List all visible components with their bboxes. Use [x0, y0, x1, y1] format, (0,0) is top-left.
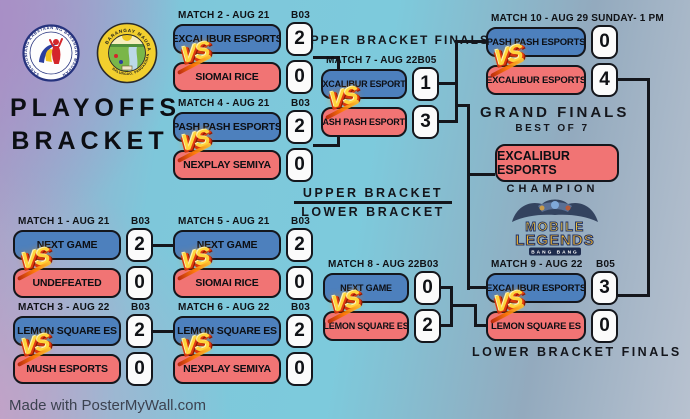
- score-box: 0: [286, 352, 313, 386]
- ml-logo-mobile-text: MOBILE: [525, 219, 585, 234]
- connector-m8-stub-bottom: [441, 324, 453, 327]
- match-format: B03: [131, 216, 150, 227]
- bracket-divider-line: [294, 201, 452, 204]
- score-box: 2: [126, 314, 153, 348]
- score-box: 0: [591, 25, 618, 59]
- score-box: 0: [126, 352, 153, 386]
- match-label: MATCH 3 - AUG 22: [18, 302, 110, 313]
- grand-finals-heading: GRAND FINALS: [480, 104, 630, 121]
- divider-upper-label: UPPER BRACKET: [302, 186, 444, 200]
- connector-m4-out-h: [313, 144, 339, 147]
- team-box: SIOMAI RICE: [173, 62, 281, 92]
- match-format: B03: [291, 216, 310, 227]
- match-label: MATCH 9 - AUG 22: [491, 259, 583, 270]
- match-format: B03: [291, 10, 310, 21]
- score-box: 2: [286, 110, 313, 144]
- match-format: B03: [419, 259, 439, 270]
- postermywall-credit: Made with PosterMyWall.com: [9, 397, 206, 414]
- connector-m8-out-h: [450, 304, 477, 307]
- connector-to-m9-bottom: [474, 324, 488, 327]
- score-box: 2: [286, 22, 313, 56]
- sk-yellow-swoosh: [45, 49, 53, 62]
- match-format: B05: [596, 259, 615, 270]
- match-label: MATCH 1 - AUG 21: [18, 216, 110, 227]
- ml-logo-legends-text: LEGENDS: [515, 232, 595, 249]
- upper-bracket-finals-heading: UPPER BRACKET FINALS: [300, 33, 491, 47]
- champion-team-box: EXCALIBUR ESPORTS: [495, 144, 619, 182]
- connector-m2-out-v: [337, 56, 340, 70]
- connector-m9-right-h: [618, 294, 650, 297]
- match-format: B03: [291, 98, 310, 109]
- sk-blue-swoosh: [39, 43, 58, 63]
- match-format: B03: [131, 302, 150, 313]
- sk-figure: [49, 38, 63, 64]
- champion-label: CHAMPION: [506, 183, 599, 195]
- connector-m1-m5: [152, 244, 173, 247]
- connector-m7-stub-bottom: [439, 120, 457, 123]
- match-label: MATCH 5 - AUG 21: [178, 216, 270, 227]
- score-box: 0: [126, 266, 153, 300]
- score-box: 3: [412, 105, 439, 139]
- connector-m7-join-v: [455, 40, 458, 123]
- match-format: B05: [417, 55, 437, 66]
- match-format: B03: [291, 302, 310, 313]
- ml-heroes-silhouette: [512, 199, 598, 222]
- connector-bridge-h: [455, 104, 470, 107]
- match-label: MATCH 2 - AUG 21: [178, 10, 270, 21]
- connector-m8-out-v: [474, 304, 477, 327]
- score-box: 0: [591, 309, 618, 343]
- score-box: 2: [286, 228, 313, 262]
- connector-to-m9-top: [467, 286, 488, 289]
- connector-m2-out-h: [313, 56, 339, 59]
- score-box: 4: [591, 63, 618, 97]
- match-label: MATCH 8 - AUG 22: [328, 259, 420, 270]
- match-10-card: MATCH 10 - AUG 29 SUNDAY- 1 PM PASH PASH…: [486, 12, 664, 103]
- connector-m10-right-h: [618, 78, 650, 81]
- team-box: NEXT GAME: [323, 273, 409, 303]
- score-box: 2: [414, 309, 441, 343]
- connector-m8-stub-top: [441, 286, 453, 289]
- mobile-legends-logo: MOBILE LEGENDS BANG BANG: [498, 196, 612, 258]
- connector-m7-to-m10: [455, 40, 486, 43]
- barangay-mauran-seal-logo: BARANGAY MAURAN BALUNGAO, PANGASINAN: [96, 22, 158, 84]
- lower-bracket-finals-heading: LOWER BRACKET FINALS: [472, 345, 682, 359]
- score-box: 0: [286, 60, 313, 94]
- best-of-7-label: BEST OF 7: [515, 123, 590, 134]
- score-box: 0: [286, 266, 313, 300]
- poster-title: PLAYOFFS BRACKET: [10, 92, 182, 158]
- connector-to-champion: [467, 173, 495, 176]
- match-label: MATCH 10 - AUG 29 SUNDAY- 1 PM: [491, 13, 664, 24]
- match-label: MATCH 7 - AUG 22: [326, 55, 418, 66]
- connector-m4-out-v: [337, 137, 340, 147]
- poster-title-line1: PLAYOFFS: [10, 94, 182, 122]
- score-box: 0: [286, 148, 313, 182]
- connector-m3-m6: [152, 330, 173, 333]
- poster-title-line2: BRACKET: [11, 127, 169, 155]
- connector-m7-stub-top: [439, 82, 457, 85]
- team-box: PASH PASH ESPORTS: [486, 27, 586, 57]
- score-box: 3: [591, 271, 618, 305]
- match-label: MATCH 6 - AUG 22: [178, 302, 270, 313]
- score-box: 0: [414, 271, 441, 305]
- ml-logo-bangbang-text: BANG BANG: [531, 250, 579, 256]
- divider-lower-label: LOWER BRACKET: [301, 205, 445, 219]
- connector-right-bracket-v: [647, 78, 650, 297]
- match-label: MATCH 4 - AUG 21: [178, 98, 270, 109]
- score-box: 2: [126, 228, 153, 262]
- score-box: 1: [412, 67, 439, 101]
- sk-seal-logo: SANGGUNIANG KABATAAN NG BARANGAY MAURAN: [22, 24, 80, 82]
- score-box: 2: [286, 314, 313, 348]
- connector-dropline-v: [467, 104, 470, 290]
